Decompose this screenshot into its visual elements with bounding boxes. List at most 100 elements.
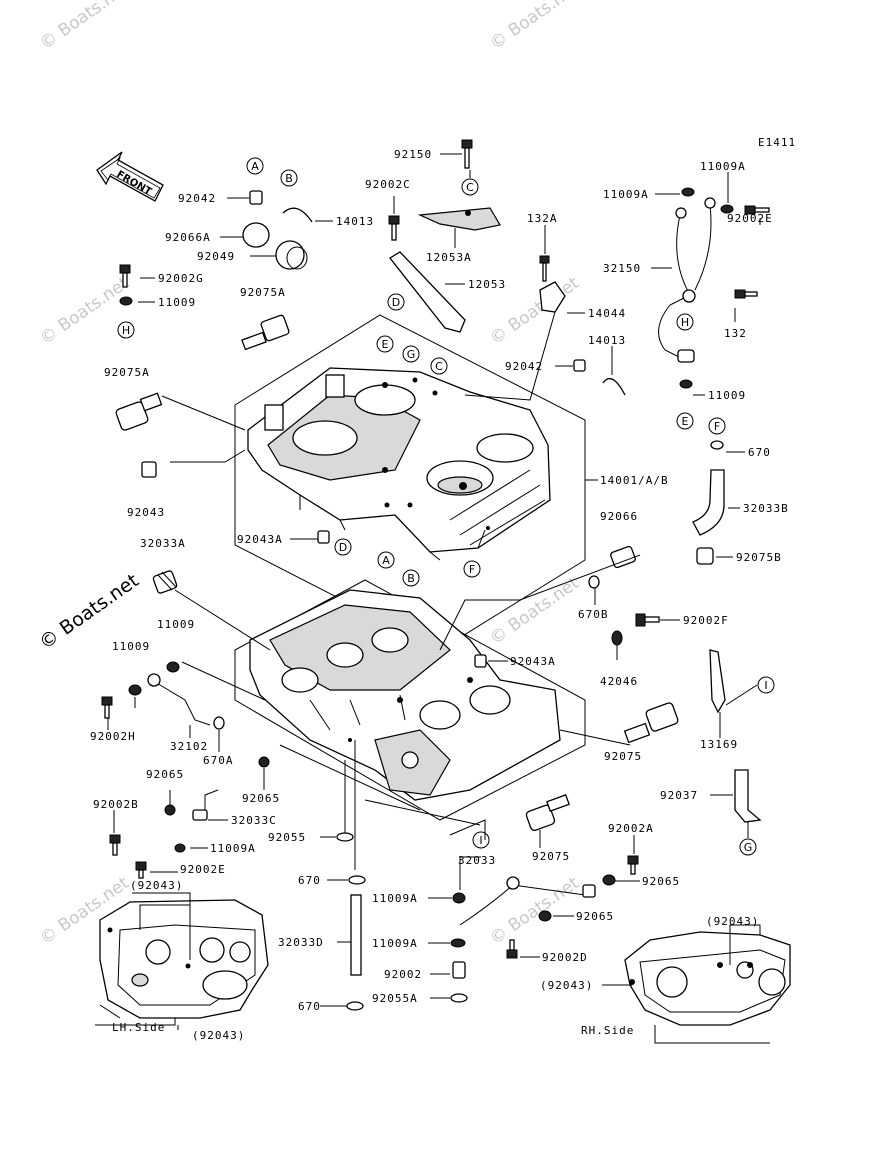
svg-text:H: H (122, 324, 130, 337)
part-label: 92065 (576, 910, 614, 923)
oil-seal-icon (275, 240, 305, 270)
bearing-shell-icon (602, 377, 626, 396)
part-label: 92075 (604, 750, 642, 763)
oil-pipe-icon (154, 681, 211, 726)
svg-text:D: D (339, 541, 347, 554)
part-label: 92065 (242, 792, 280, 805)
svg-text:E: E (682, 415, 689, 428)
part-label: 32033 (458, 854, 496, 867)
part-label: 11009A (700, 160, 746, 173)
part-label: 132 (724, 327, 747, 340)
watermark: © Boats.net (36, 273, 133, 349)
part-label: 92065 (642, 875, 680, 888)
lever-icon (709, 649, 726, 714)
part-label: 92043 (127, 506, 165, 519)
svg-text:B: B (285, 172, 293, 185)
part-label: 11009 (112, 640, 150, 653)
part-label: 92055A (372, 992, 418, 1005)
dowel-pin-icon (249, 190, 263, 205)
tube-icon (350, 894, 362, 976)
part-label: 670 (298, 1000, 321, 1013)
svg-text:D: D (392, 296, 400, 309)
ref-bubble-f: F (708, 417, 726, 435)
ref-bubble-e: E (676, 412, 694, 430)
part-label: 92042 (505, 360, 543, 373)
part-label: (92043) (130, 879, 183, 892)
svg-text:C: C (435, 360, 443, 373)
part-label: 11009 (158, 296, 196, 309)
part-label: 12053 (468, 278, 506, 291)
part-label: 92002E (727, 212, 773, 225)
ref-bubble-b: B (280, 169, 298, 187)
rh-side-label: RH.Side (581, 1024, 634, 1037)
washer-icon (119, 296, 133, 306)
part-label: 670A (203, 754, 234, 767)
part-label: 32033B (743, 502, 789, 515)
svg-text:G: G (744, 841, 753, 854)
watermark: © Boats.net (486, 573, 583, 649)
part-label: 14044 (588, 307, 626, 320)
part-label: 92075B (736, 551, 782, 564)
part-label: 11009A (603, 188, 649, 201)
part-label: 14001/A/B (600, 474, 669, 487)
reference-bubbles: A B C D H H E E G C D A B F F I I G (117, 157, 775, 856)
ref-bubble-g: G (739, 838, 757, 856)
svg-text:H: H (681, 316, 689, 329)
part-label: 670B (578, 608, 609, 621)
ref-bubble-c: C (430, 357, 448, 375)
part-label: 11009 (708, 389, 746, 402)
part-label: 92002E (180, 863, 226, 876)
ref-bubble-f: F (463, 560, 481, 578)
part-label: 12053A (426, 251, 472, 264)
part-label: 92002G (158, 272, 204, 285)
part-label: 92002A (608, 822, 654, 835)
part-label: 92043A (237, 533, 283, 546)
hose-icon (692, 469, 725, 536)
plug-icon (242, 222, 270, 248)
ref-bubble-b: B (402, 569, 420, 587)
part-label: 32150 (603, 262, 641, 275)
part-label: (92043) (540, 979, 593, 992)
part-label: 13169 (700, 738, 738, 751)
part-label: 92002C (365, 178, 411, 191)
ref-bubble-c: C (461, 178, 479, 196)
part-label: 92043A (510, 655, 556, 668)
small-parts (101, 139, 770, 1011)
part-label: 32033A (140, 537, 186, 550)
part-label: 92002 (384, 968, 422, 981)
part-label: 11009A (372, 937, 418, 950)
watermark: © Boats.net (486, 0, 583, 54)
ref-bubble-d: D (334, 538, 352, 556)
svg-text:A: A (251, 160, 259, 173)
ref-bubble-h: H (117, 321, 135, 339)
ref-bubble-a: A (246, 157, 264, 175)
part-label: 92002B (93, 798, 139, 811)
part-labels: 92150 11009A 92042 92002C 14013 11009A 9… (90, 148, 789, 1042)
upper-crankcase (234, 314, 586, 651)
svg-text:I: I (479, 834, 482, 847)
svg-text:I: I (764, 679, 767, 692)
bolt-icon (119, 264, 131, 274)
ref-bubble-i: I (472, 831, 490, 849)
nozzle-icon (115, 392, 163, 431)
part-label: 92055 (268, 831, 306, 844)
part-label: 14013 (336, 215, 374, 228)
ref-bubble-g: G (402, 345, 420, 363)
watermark: © Boats.net (486, 873, 583, 949)
part-label: 92002F (683, 614, 729, 627)
ref-bubble-a: A (377, 551, 395, 569)
part-label: 92066 (600, 510, 638, 523)
part-label: 92150 (394, 148, 432, 161)
diagram-code: E1411 (758, 136, 796, 149)
svg-text:E: E (382, 338, 389, 351)
svg-text:A: A (382, 554, 390, 567)
lh-side-label: LH.Side (112, 1021, 165, 1034)
clamp-icon (539, 281, 566, 313)
watermark: © Boats.net (36, 0, 133, 54)
part-label: 92075A (104, 366, 150, 379)
part-label: 92075A (240, 286, 286, 299)
ref-bubble-d: D (387, 293, 405, 311)
part-label: 32102 (170, 740, 208, 753)
lh-side-view (95, 899, 269, 1026)
part-label: 92075 (532, 850, 570, 863)
